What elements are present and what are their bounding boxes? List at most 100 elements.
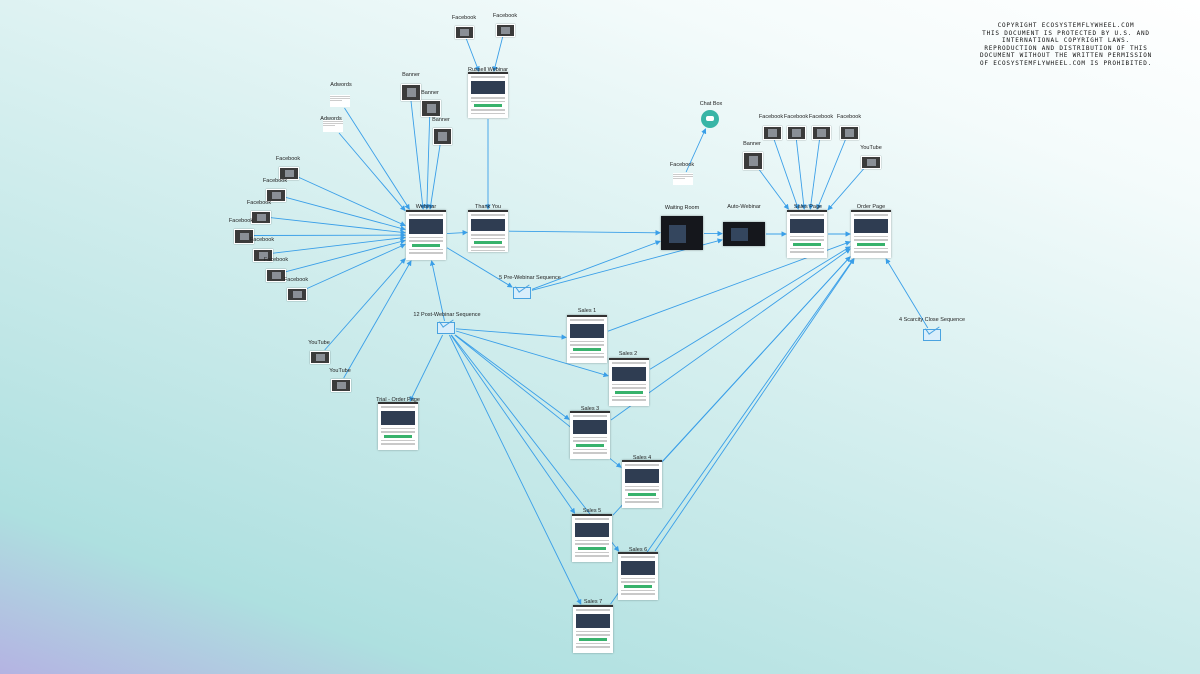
page-node-s7 xyxy=(573,605,613,653)
page-node-waiting xyxy=(661,216,703,250)
copyright-line: OF ECOSYSTEMFLYWHEEL.COM IS PROHIBITED. xyxy=(979,59,1153,67)
chat-bubble-icon xyxy=(701,110,719,128)
ad-thumbnail-fb_top2 xyxy=(496,24,515,37)
node-label-fbl3: Facebook xyxy=(246,200,272,206)
ad-thumbnail-fbl2 xyxy=(266,189,286,202)
copyright-line: REPRODUCTION AND DISTRIBUTION OF THIS xyxy=(984,44,1148,52)
node-label-fbl2: Facebook xyxy=(262,178,288,184)
node-label-pre: 5 Pre-Webinar Sequence xyxy=(499,275,561,281)
edge-post-to-s7 xyxy=(448,334,582,605)
edge-fbl1-to-webinar xyxy=(297,176,406,227)
node-label-banner_sp: Banner xyxy=(743,141,761,147)
node-label-webinar: Webinar xyxy=(415,204,437,210)
email-sequence-icon xyxy=(513,287,531,299)
node-label-fbl5: Facebook xyxy=(249,237,275,243)
edge-fbr3-to-sales xyxy=(808,138,821,210)
page-node-auto xyxy=(723,222,765,246)
edge-post-to-s5 xyxy=(450,334,576,514)
node-label-s2: Sales 2 xyxy=(618,351,638,357)
ad-thumbnail-fbl3 xyxy=(251,211,271,224)
edge-s6-to-order xyxy=(654,258,855,552)
edge-pre-to-waiting xyxy=(531,240,661,290)
node-label-order: Order Page xyxy=(856,204,886,210)
node-label-fb_top2: Facebook xyxy=(492,13,518,19)
video-preview xyxy=(669,224,687,244)
ad-snippet-adwords2 xyxy=(323,120,343,132)
ad-thumbnail-fb_top1 xyxy=(455,26,474,39)
edge-fbr1-to-sales xyxy=(773,138,800,210)
node-label-waiting: Waiting Room xyxy=(664,205,700,211)
edge-banner_sp-to-sales xyxy=(758,168,789,210)
node-label-s1: Sales 1 xyxy=(577,308,597,314)
edge-s4-to-order xyxy=(662,256,851,462)
node-label-trial: Trial - Order Page xyxy=(376,397,420,403)
node-label-chatbox: Chat Box xyxy=(699,101,723,107)
node-label-s7: Sales 7 xyxy=(583,599,603,605)
copyright-notice: COPYRIGHT ECOSYSTEMFLYWHEEL.COM THIS DOC… xyxy=(956,22,1176,67)
edge-banner3-to-webinar xyxy=(428,143,441,210)
page-node-s6 xyxy=(618,552,658,600)
page-node-webinar xyxy=(406,210,446,260)
edge-fbl7-to-webinar xyxy=(305,243,406,290)
node-label-sales: Sales Page xyxy=(793,204,823,210)
node-label-s3: Sales 3 xyxy=(580,406,600,412)
page-node-russell xyxy=(468,72,508,118)
node-label-yt_sp: YouTube xyxy=(860,145,882,151)
page-node-trial xyxy=(378,402,418,450)
node-label-post: 12 Post-Webinar Sequence xyxy=(413,312,481,318)
ad-thumbnail-fbr3 xyxy=(812,126,831,140)
node-label-fb_chat: Facebook xyxy=(669,162,695,168)
ad-thumbnail-yt1 xyxy=(310,351,330,364)
edge-s2-to-order xyxy=(649,246,851,370)
edge-thankyou-to-waiting xyxy=(508,230,661,236)
node-label-banner1: Banner xyxy=(402,72,420,78)
node-label-fbl7: Facebook xyxy=(283,277,309,283)
node-label-auto: Auto-Webinar xyxy=(727,204,761,210)
node-label-fbl1: Facebook xyxy=(275,156,301,162)
edge-fbr2-to-sales xyxy=(795,138,807,210)
ad-thumbnail-yt2 xyxy=(331,379,351,392)
edge-fbl3-to-webinar xyxy=(269,217,406,235)
edge-fb_top2-to-russell xyxy=(492,35,504,72)
ad-thumbnail-banner1 xyxy=(401,84,421,101)
copyright-line: COPYRIGHT ECOSYSTEMFLYWHEEL.COM xyxy=(997,22,1135,29)
ad-thumbnail-yt_sp xyxy=(861,156,881,169)
ad-thumbnail-banner_sp xyxy=(743,152,763,170)
page-node-s5 xyxy=(572,514,612,562)
ad-snippet-fb_chat xyxy=(673,173,693,185)
ad-thumbnail-banner3 xyxy=(433,128,452,145)
edge-yt2-to-webinar xyxy=(343,260,412,379)
page-node-sales xyxy=(787,210,827,258)
copyright-line: THIS DOCUMENT IS PROTECTED BY U.S. AND xyxy=(982,29,1150,37)
node-label-yt2: YouTube xyxy=(329,368,351,374)
node-label-adwords2: Adwords xyxy=(320,116,342,122)
node-label-fbl4: Facebook xyxy=(228,218,254,224)
video-preview xyxy=(731,228,749,242)
email-sequence-icon xyxy=(923,329,941,341)
node-label-fbl6: Facebook xyxy=(263,257,289,263)
ad-snippet-adwords1 xyxy=(330,95,350,107)
edge-post-to-s3 xyxy=(455,334,570,420)
ad-thumbnail-fbr4 xyxy=(840,126,859,140)
ad-thumbnail-banner2 xyxy=(421,100,441,117)
email-sequence-icon xyxy=(437,322,455,334)
node-label-fbr3: Facebook xyxy=(808,114,834,120)
edge-banner2-to-webinar xyxy=(424,115,431,210)
page-node-s3 xyxy=(570,411,610,459)
node-label-fb_top1: Facebook xyxy=(451,15,477,21)
node-label-yt1: YouTube xyxy=(308,340,330,346)
node-label-fbr4: Facebook xyxy=(836,114,862,120)
page-node-order xyxy=(851,210,891,258)
edge-webinar-to-thankyou xyxy=(446,229,468,236)
ad-thumbnail-fbl6 xyxy=(266,269,286,282)
ad-thumbnail-fbr1 xyxy=(763,126,782,140)
node-label-fbr2: Facebook xyxy=(783,114,809,120)
ad-thumbnail-fbl7 xyxy=(287,288,307,301)
copyright-line: DOCUMENT WITHOUT THE WRITTEN PERMISSION xyxy=(979,52,1153,59)
node-label-s4: Sales 4 xyxy=(632,455,652,461)
edge-post-to-s1 xyxy=(455,328,567,340)
edge-fbl6-to-webinar xyxy=(284,239,406,273)
node-label-s6: Sales 6 xyxy=(628,547,648,553)
node-label-scarcity: 4 Scarcity Close Sequence xyxy=(898,317,966,323)
node-label-banner3: Banner xyxy=(432,117,450,123)
